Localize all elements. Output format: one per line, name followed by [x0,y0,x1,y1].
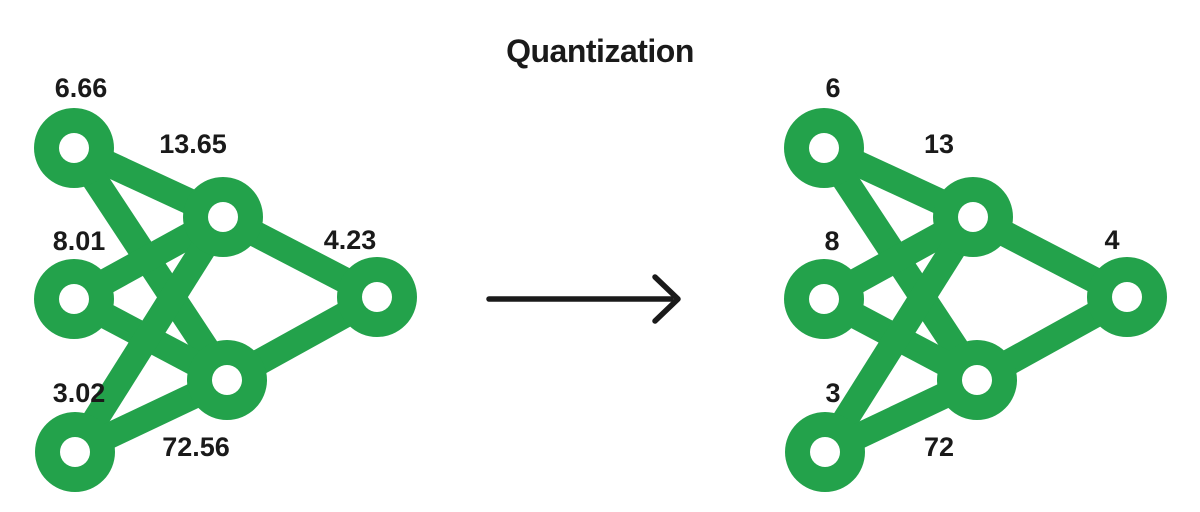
node-hole-hidden-1 [958,202,988,232]
node-hole-input-3 [60,437,90,467]
weight-label-output-1: 4.23 [324,225,377,255]
weight-label-input-2: 8.01 [53,226,106,256]
diagram-title: Quantization [506,33,694,69]
weight-label-input-3: 3.02 [53,378,106,408]
node-hole-input-1 [59,133,89,163]
node-hole-hidden-2 [212,365,242,395]
weight-label-input-2: 8 [824,226,839,256]
quantized-network: 6 8 3 13 72 4 [784,73,1167,492]
arrow-head [652,274,681,324]
weight-label-input-1: 6 [825,73,840,103]
node-hole-output-1 [1112,282,1142,312]
node-hole-hidden-1 [208,202,238,232]
node-hole-input-3 [810,437,840,467]
weight-label-hidden-2: 72.56 [162,432,230,462]
node-hole-input-2 [59,284,89,314]
networks-root: 6.66 8.01 3.02 13.65 72.56 4.23 6 8 3 13 72 4 [34,73,1167,492]
node-hole-input-2 [809,284,839,314]
weight-label-hidden-1: 13 [924,129,954,159]
weight-label-input-3: 3 [825,378,840,408]
weight-label-output-1: 4 [1104,225,1119,255]
node-hole-output-1 [362,282,392,312]
quantization-arrow [486,274,681,324]
node-hole-input-1 [809,133,839,163]
weight-label-hidden-2: 72 [924,432,954,462]
weight-label-hidden-1: 13.65 [159,129,227,159]
original-network: 6.66 8.01 3.02 13.65 72.56 4.23 [34,73,417,492]
edge-input-3-hidden-1 [813,210,985,459]
weight-label-input-1: 6.66 [55,73,108,103]
edge-input-3-hidden-1 [63,210,235,459]
node-hole-hidden-2 [962,365,992,395]
